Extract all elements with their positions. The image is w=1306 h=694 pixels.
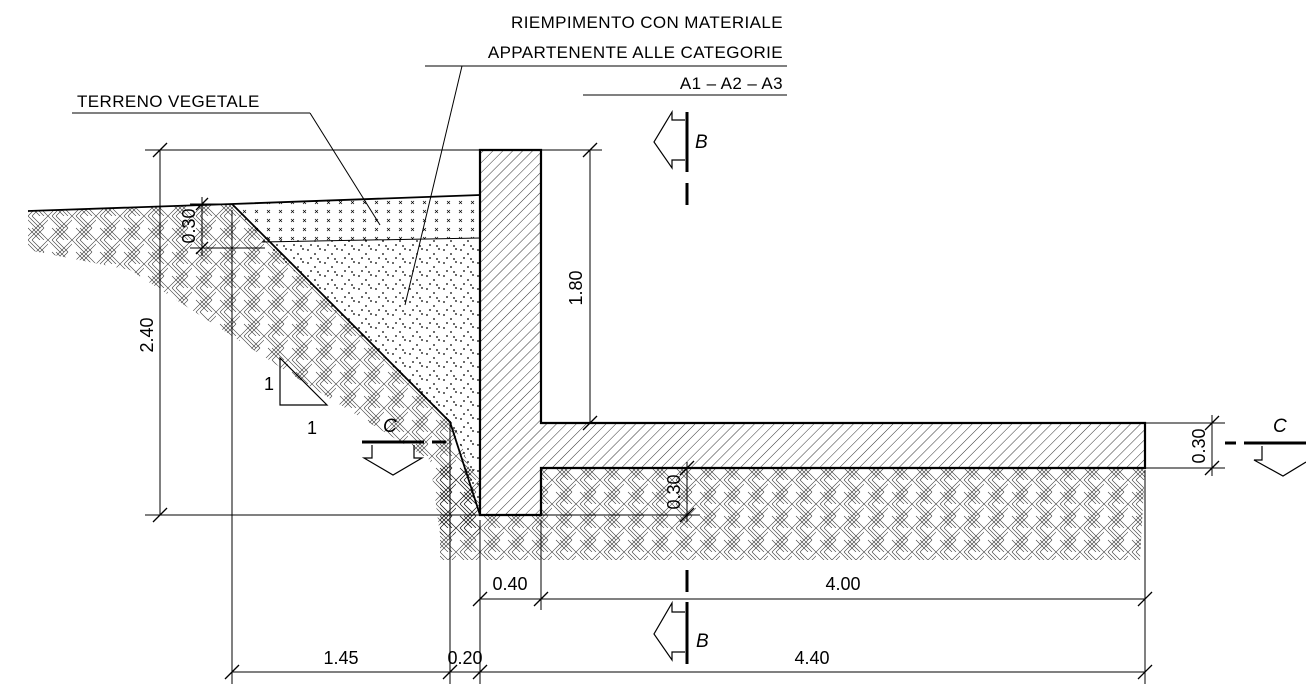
section-c-right-label: C: [1273, 416, 1287, 437]
dim-heel-length: 4.00: [825, 574, 860, 594]
section-c-left-label: C: [383, 416, 397, 437]
label-terreno-vegetale: TERRENO VEGETALE: [77, 92, 260, 111]
dim-slab-mid: 0.30: [664, 474, 684, 509]
label-riempimento-1: RIEMPIMENTO CON MATERIALE: [511, 13, 783, 32]
dim-wall-thickness: 0.40: [492, 574, 527, 594]
dimension-lines: [145, 142, 1225, 684]
retaining-wall: [478, 148, 1147, 517]
dim-slope-width: 1.45: [323, 648, 358, 668]
section-b-top-label: B: [695, 132, 708, 153]
dim-gap-width: 0.20: [447, 648, 482, 668]
section-marker-b-bottom: B: [653, 570, 709, 664]
slope-run: 1: [307, 418, 317, 438]
slope-rise: 1: [264, 374, 274, 394]
label-riempimento-3: A1 – A2 – A3: [680, 74, 783, 93]
topsoil-layer: [232, 195, 480, 242]
dim-topsoil: 0.30: [179, 208, 199, 243]
backfill-material: [262, 238, 480, 515]
natural-ground-hatch: [28, 204, 1145, 560]
dim-total-width: 4.40: [794, 648, 829, 668]
slope-indicator: 1 1: [264, 356, 329, 438]
section-marker-c-left: C: [361, 416, 446, 476]
dim-total-height: 2.40: [137, 317, 157, 352]
section-b-bottom-label: B: [696, 631, 709, 652]
label-leaders: [72, 65, 787, 306]
section-marker-c-right: C: [1225, 416, 1306, 477]
dim-wall-height: 1.80: [566, 270, 586, 305]
section-marker-b-top: B: [653, 109, 708, 205]
label-riempimento-2: APPARTENENTE ALLE CATEGORIE: [488, 43, 783, 62]
dim-slab-right: 0.30: [1189, 428, 1209, 463]
